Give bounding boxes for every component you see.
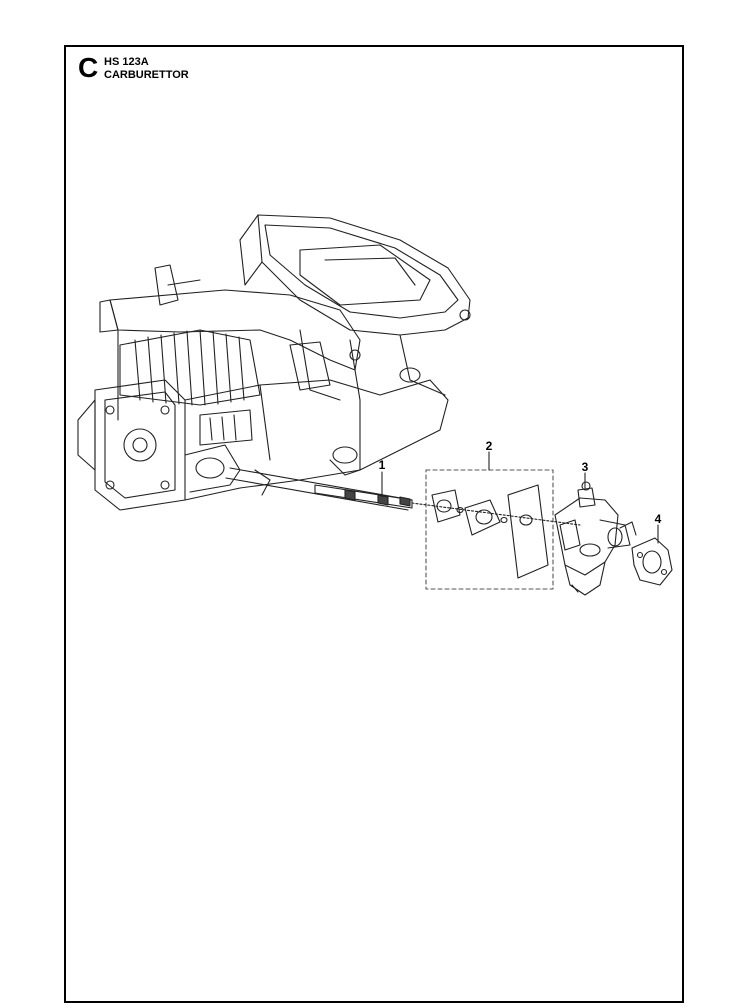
- carburettor-gasket: [631, 537, 673, 586]
- model-number: HS 123A: [104, 56, 149, 68]
- engine-block: [77, 214, 471, 511]
- callout-1: 1: [379, 458, 386, 472]
- carburettor-studs: [225, 467, 413, 511]
- diagram-title: CARBURETTOR: [104, 68, 189, 81]
- callout-2: 2: [486, 439, 493, 453]
- gasket-kit: [411, 484, 581, 579]
- callout-4: 4: [655, 512, 662, 526]
- carburettor: [554, 481, 637, 596]
- callout-3: 3: [582, 460, 589, 474]
- section-letter: C: [78, 52, 99, 83]
- header-block: HS 123A CARBURETTOR: [104, 56, 189, 81]
- page-frame: [64, 45, 684, 1003]
